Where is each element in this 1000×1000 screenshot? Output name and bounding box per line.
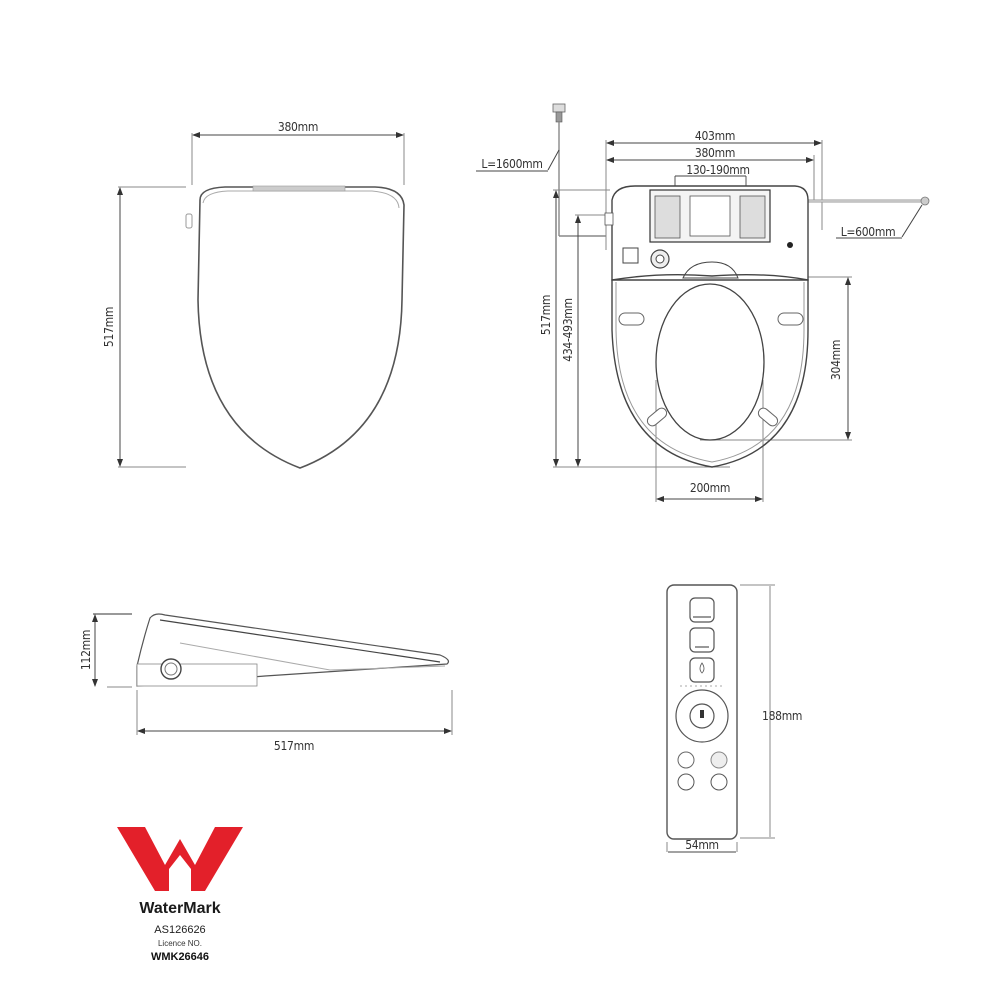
top-length-label: 517mm [102,307,116,347]
watermark-standard: AS126626 [154,924,206,936]
watermark-brand: WaterMark [139,900,221,917]
remote-button-2 [689,627,715,653]
seat-width-label: 380mm [695,146,735,160]
top-width-label: 380mm [278,120,318,134]
licence-number: WMK26646 [150,951,210,963]
side-length-label: 517mm [274,739,314,753]
top-view: 380mm 517mm [102,120,405,469]
watermark-w-icon [117,827,243,891]
bracket-to-front-label: 434-493mm [561,298,575,361]
side-height-label: 112mm [79,630,93,670]
hose-length-label: L=1600mm [481,157,542,171]
remote-width-label: 54mm [685,838,719,852]
opening-width-label: 200mm [690,481,730,495]
bottom-length-label: 517mm [539,295,553,335]
side-view: 112mm 517mm [79,613,453,753]
remote-button-1 [689,597,715,623]
overall-width-label: 403mm [695,129,735,143]
remote-height-label: 188mm [762,709,802,723]
cord-length-label: L=600mm [841,225,896,239]
licence-label: Licence NO. [157,939,203,948]
opening-length-label: 304mm [829,340,843,380]
remote-view: 188mm 54mm [666,584,802,853]
remote-button-3 [689,657,715,683]
bottom-view: 403mm 380mm 130-190mm L=1600mm L=600mm 5… [476,103,930,502]
bracket-range-label: 130-190mm [686,163,749,177]
watermark-logo: WaterMark AS126626 Licence NO. WMK26646 [95,825,265,963]
